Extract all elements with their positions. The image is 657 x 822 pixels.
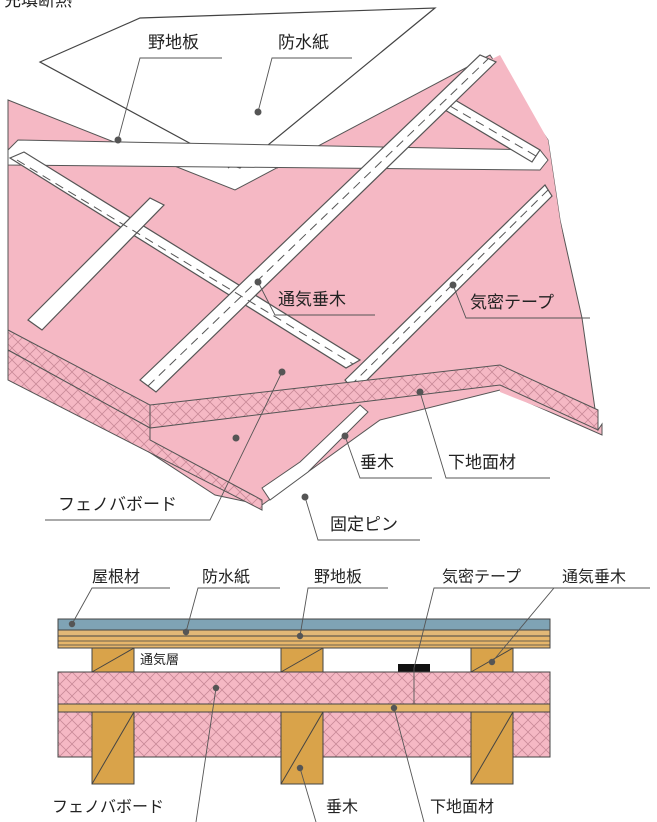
header-fragment: 充填断熱 (4, 0, 72, 11)
label-phenol-board: フェノバボード (58, 495, 177, 515)
label-kimitsu-tape-section: 気密テープ (442, 567, 521, 586)
substrate-board (57, 703, 551, 713)
label-shitaji-menzai-section: 下地面材 (430, 797, 494, 816)
label-phenol-board-section: フェノバボード (52, 797, 164, 816)
roofing-layer (57, 618, 551, 631)
label-tsukisou: 通気層 (140, 652, 179, 668)
isometric-roof-diagram: 充填断熱 (4, 0, 603, 541)
label-taruki: 垂木 (360, 453, 394, 473)
phenol-board-section (57, 671, 551, 705)
label-bousuishi-section: 防水紙 (202, 567, 250, 586)
label-kimitsu-tape: 気密テープ (470, 293, 554, 313)
vent-rafter-1 (7, 139, 549, 171)
label-tsuki-taruki-section: 通気垂木 (562, 567, 626, 586)
lower-pink-strip (7, 349, 263, 511)
waterproof-layer (57, 629, 551, 637)
label-tsuki-taruki: 通気垂木 (278, 290, 346, 310)
roof-section-diagram: 通気層 (52, 567, 650, 822)
sheathing-layer (57, 635, 551, 649)
label-kotei-pin: 固定ピン (330, 515, 398, 535)
label-yanezai: 屋根材 (92, 567, 140, 586)
label-nojiita: 野地板 (148, 33, 199, 53)
purlin-left (27, 197, 166, 331)
label-nojiita-section: 野地板 (314, 567, 362, 586)
label-shitaji-menzai: 下地面材 (448, 453, 516, 473)
label-taruki-section: 垂木 (326, 797, 358, 816)
label-bousuishi: 防水紙 (278, 33, 329, 53)
front-rafter-end (261, 404, 369, 501)
